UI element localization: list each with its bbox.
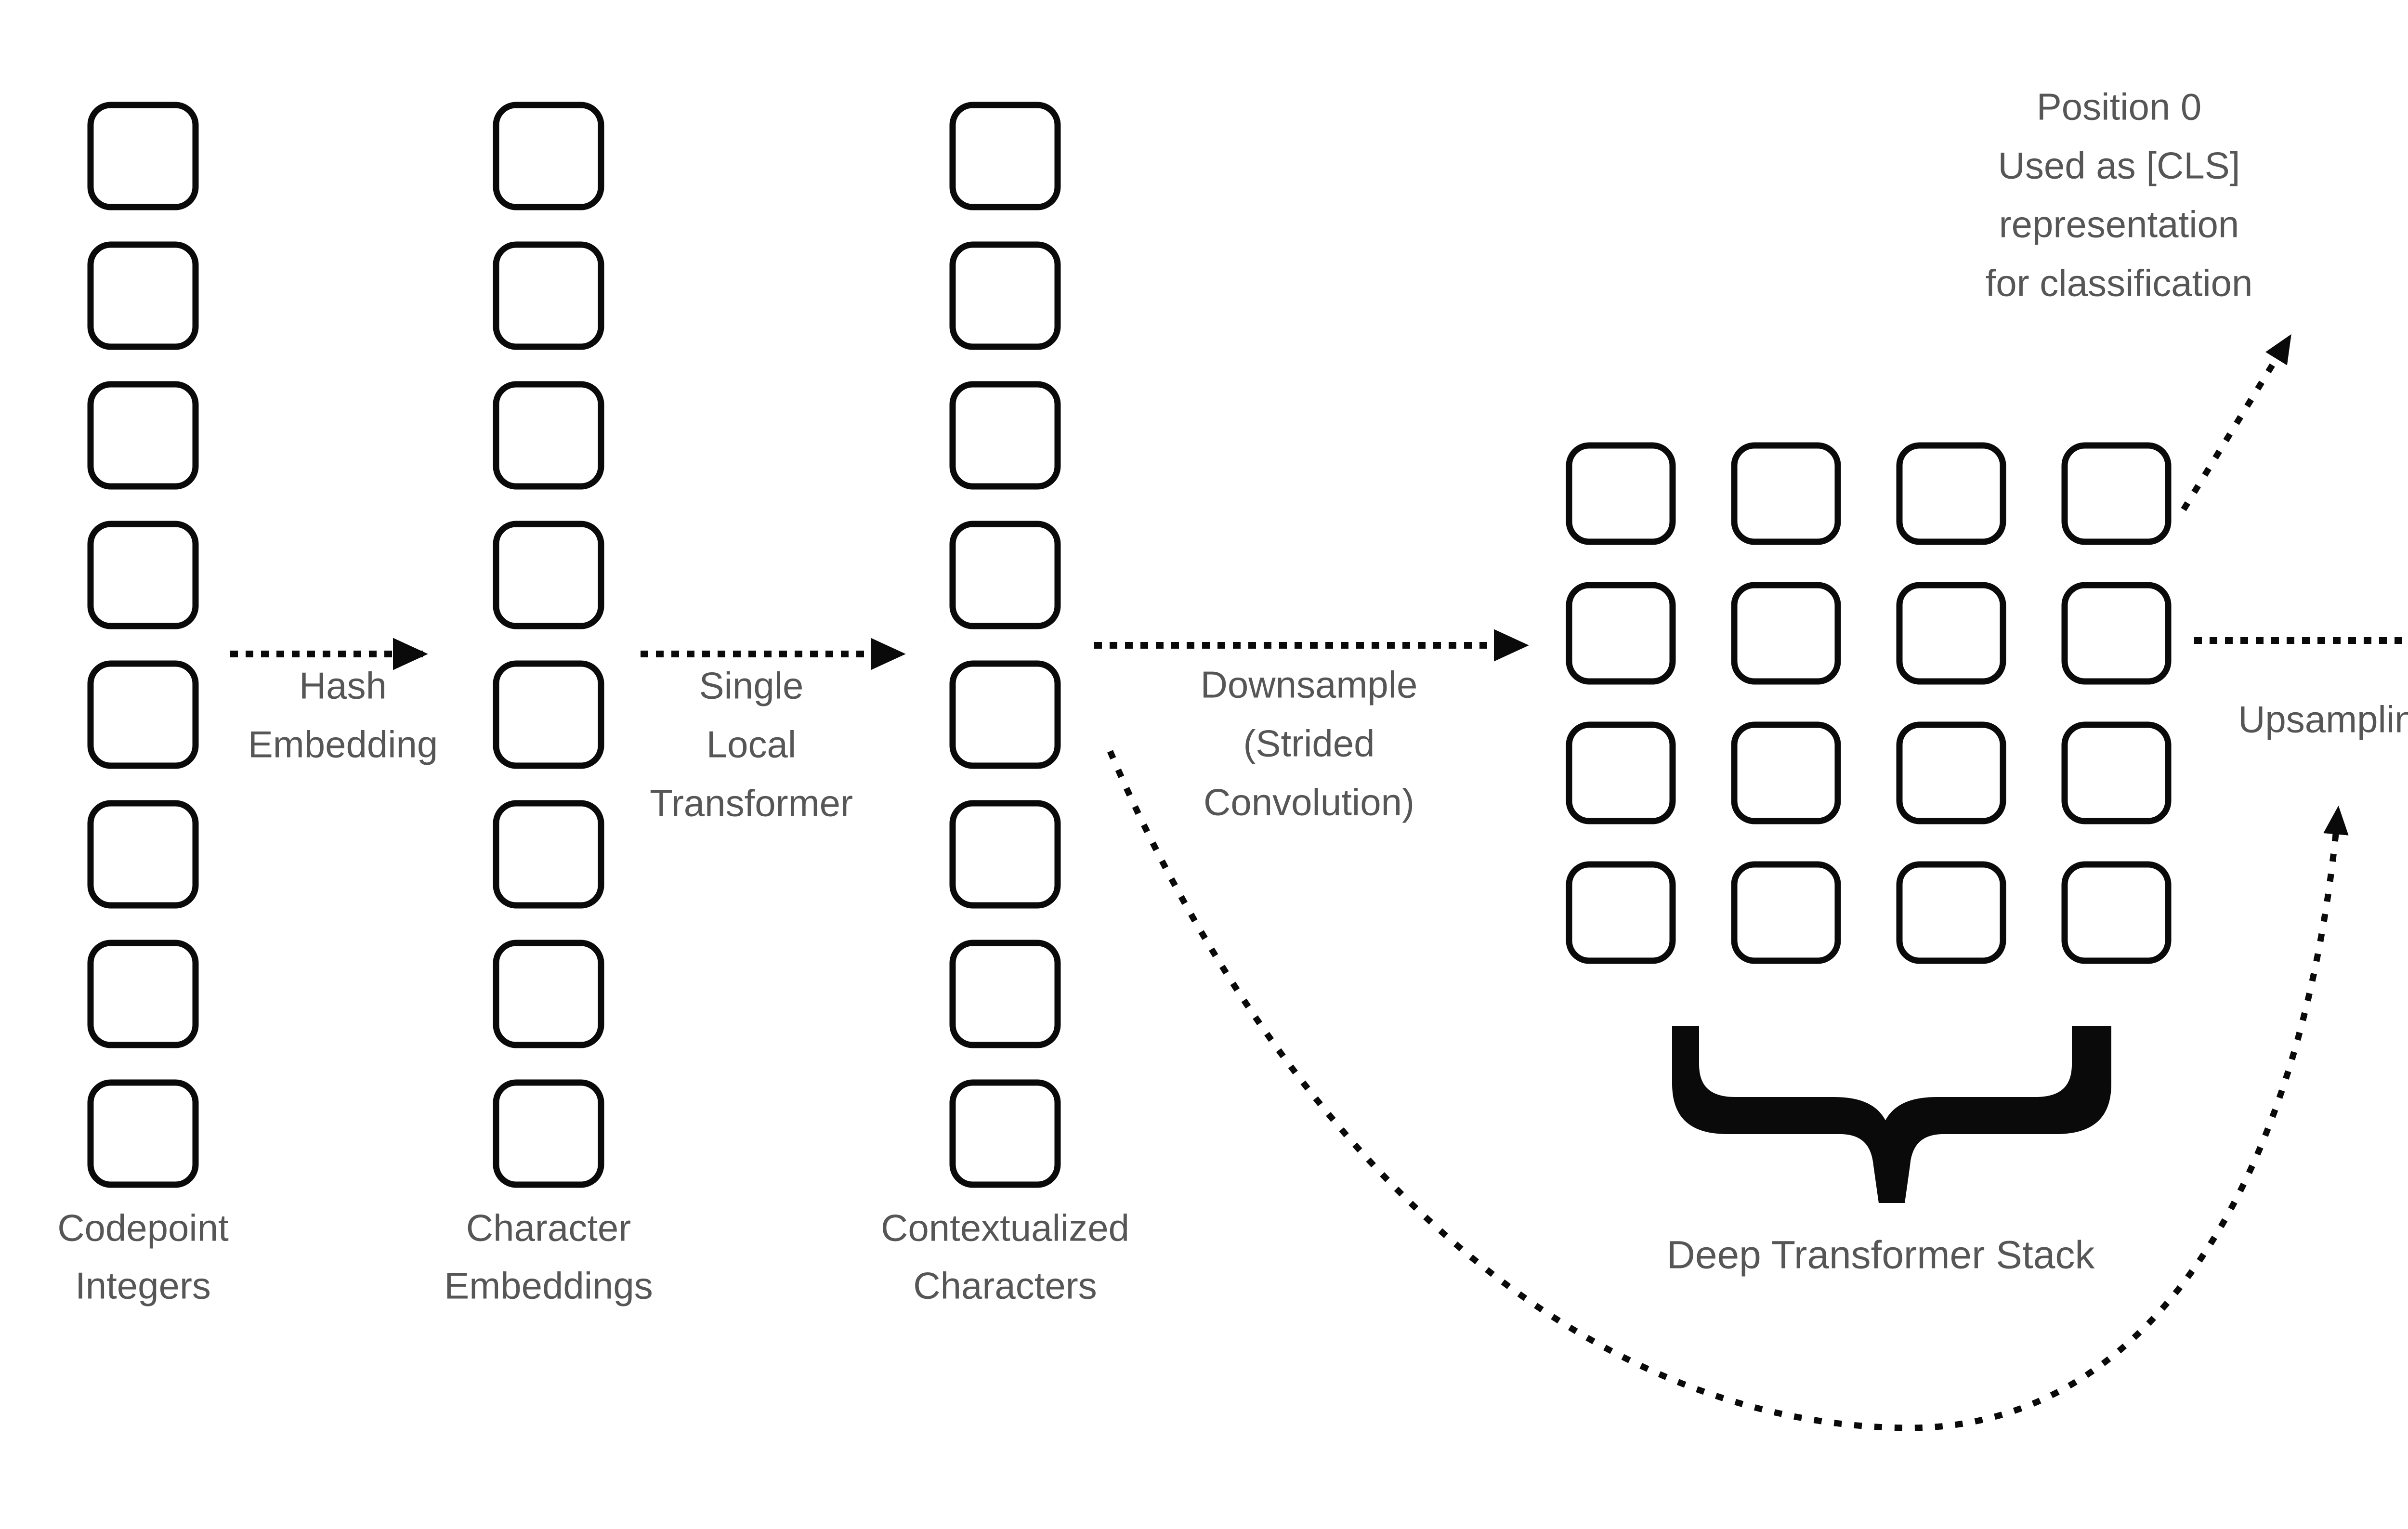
arrow-label: Transformer [650, 782, 853, 824]
cls-annotation: Position 0 Used as [CLS] representation … [1986, 86, 2292, 511]
cell [493, 800, 604, 909]
cell-stack [493, 102, 604, 1188]
cell [87, 940, 199, 1048]
cls-note-line: for classification [1986, 262, 2253, 304]
skip-curve [1107, 750, 2349, 1431]
curly-brace-icon [1672, 1026, 2111, 1203]
cell [1731, 582, 1841, 685]
column-codepoint-integers: Codepoint Integers [57, 102, 229, 1307]
column-label: Codepoint [57, 1207, 229, 1249]
cell [87, 102, 199, 210]
cell [949, 241, 1061, 350]
cell [493, 102, 604, 210]
cell [493, 521, 604, 629]
arrow-label: Convolution) [1204, 781, 1414, 823]
cls-note-line: Position 0 [2037, 86, 2202, 128]
cell [87, 521, 199, 629]
column-character-embeddings: Character Embeddings [444, 102, 653, 1307]
cell [87, 381, 199, 490]
cell [2061, 861, 2172, 964]
cell [493, 940, 604, 1048]
grid-row [1566, 721, 2172, 824]
grid-row [1566, 861, 2172, 964]
cls-note-line: Used as [CLS] [1998, 144, 2240, 187]
arrow-single-local-transformer: Single Local Transformer [641, 638, 906, 824]
arrow-label: Downsample [1201, 664, 1418, 706]
cell [87, 1079, 199, 1188]
cell [949, 1079, 1061, 1188]
arrow-label: Upsampling [2238, 698, 2408, 741]
stack-label: Deep Transformer Stack [1667, 1233, 2095, 1277]
column-label: Embeddings [444, 1265, 653, 1307]
cell-stack [87, 102, 199, 1188]
cell [493, 241, 604, 350]
cell [949, 800, 1061, 909]
cell [87, 800, 199, 909]
cell [1896, 442, 2006, 545]
cell [949, 381, 1061, 490]
cell [1731, 861, 1841, 964]
column-label: Integers [75, 1265, 211, 1307]
cls-pointer-arrow [2181, 334, 2292, 511]
cell [949, 660, 1061, 769]
cell-stack [949, 102, 1061, 1188]
cell [2061, 442, 2172, 545]
arrow-label: Hash [299, 665, 387, 707]
column-label: Character [466, 1207, 631, 1249]
cell [1566, 582, 1676, 685]
cell [493, 1079, 604, 1188]
grid-row [1566, 582, 2172, 685]
arrow-label: Local [707, 723, 796, 766]
arrow-label: (Strided [1243, 722, 1374, 765]
arrow-hash-embedding: Hash Embedding [230, 638, 438, 766]
arrow-downsample: Downsample (Strided Convolution) [1094, 629, 1529, 823]
cell [87, 241, 199, 350]
cell [1896, 721, 2006, 824]
cell [1566, 721, 1676, 824]
cell [949, 521, 1061, 629]
cls-note-line: representation [1999, 203, 2239, 246]
cell [1896, 582, 2006, 685]
column-label: Contextualized [881, 1207, 1129, 1249]
residual-skip-connection [1107, 750, 2349, 1431]
cell [493, 381, 604, 490]
arrow-label: Embedding [248, 723, 438, 766]
arrow-upsampling: Upsampling [2194, 637, 2408, 741]
grid-row [1566, 442, 2172, 545]
deep-transformer-stack: Deep Transformer Stack [1566, 442, 2172, 1277]
cell [2061, 582, 2172, 685]
cell [1566, 861, 1676, 964]
cell [87, 660, 199, 769]
cell [1566, 442, 1676, 545]
cell [2061, 721, 2172, 824]
cell [949, 102, 1061, 210]
cell [1896, 861, 2006, 964]
column-contextualized-characters: Contextualized Characters [881, 102, 1129, 1307]
cell [493, 660, 604, 769]
column-label: Characters [913, 1265, 1097, 1307]
arrow-label: Single [699, 665, 804, 707]
cell [949, 940, 1061, 1048]
cell [1731, 721, 1841, 824]
cell [1731, 442, 1841, 545]
